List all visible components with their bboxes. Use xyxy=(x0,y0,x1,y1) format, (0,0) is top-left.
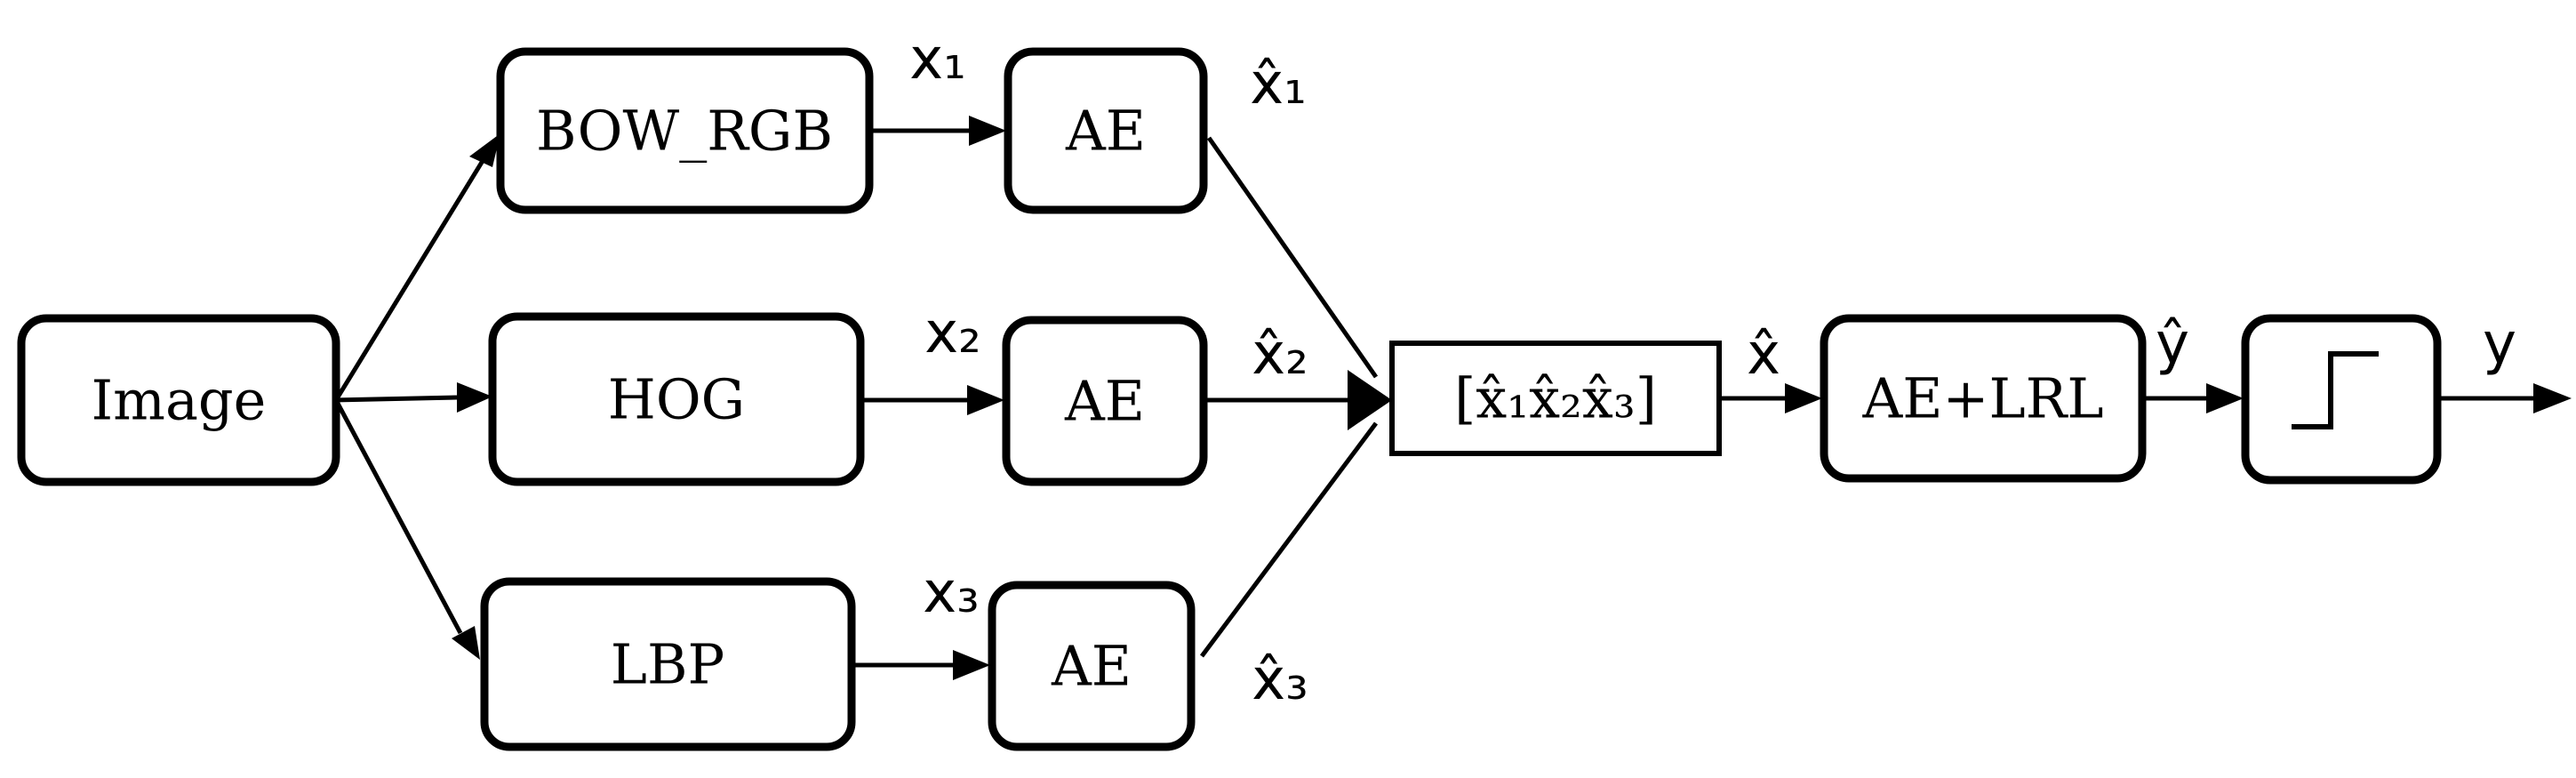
label-x1: x₁ xyxy=(909,27,966,92)
label-y: y xyxy=(2483,311,2516,377)
label-x3: x₃ xyxy=(923,560,980,626)
label-yhat: ŷ xyxy=(2156,311,2189,377)
edges xyxy=(333,116,2572,680)
arrow-output-y xyxy=(2533,383,2572,413)
node-ae1-label: AE xyxy=(1065,99,1146,164)
node-bow-rgb: BOW_RGB xyxy=(496,47,874,214)
arrow-into-ae1 xyxy=(969,116,1006,146)
node-ae3: AE xyxy=(988,581,1196,751)
node-ae2-label: AE xyxy=(1064,369,1145,434)
arrow-into-lbp xyxy=(452,626,480,660)
label-xhat: x̂ xyxy=(1747,322,1780,388)
node-image-label: Image xyxy=(92,368,267,433)
node-concat: [x̂₁x̂₂x̂₃] xyxy=(1389,341,1722,456)
node-hog: HOG xyxy=(488,312,865,486)
node-ae2: AE xyxy=(1002,316,1208,486)
node-bow-rgb-label: BOW_RGB xyxy=(536,99,833,164)
node-threshold xyxy=(2241,314,2442,485)
edge-image-to-hog xyxy=(335,395,458,403)
node-concat-label: [x̂₁x̂₂x̂₃] xyxy=(1454,366,1657,431)
node-image: Image xyxy=(17,314,340,486)
node-lbp: LBP xyxy=(480,577,856,751)
edge-image-to-bow-rgb xyxy=(333,139,498,402)
step-function-icon xyxy=(2292,351,2379,429)
node-hog-label: HOG xyxy=(608,367,745,432)
arrow-into-threshold xyxy=(2206,383,2244,413)
edge-ae1-to-concat xyxy=(1206,136,1379,379)
arrow-into-hog xyxy=(457,382,492,413)
label-xhat3: x̂₃ xyxy=(1252,647,1308,713)
edge-ae3-to-concat xyxy=(1199,421,1379,658)
arrow-into-ae3 xyxy=(953,650,990,680)
label-xhat1: x̂₁ xyxy=(1250,52,1307,117)
arrow-into-ae2 xyxy=(967,385,1004,415)
arrow-into-ae-lrl xyxy=(1785,383,1822,413)
node-ae3-label: AE xyxy=(1051,634,1132,699)
node-ae-lrl: AE+LRL xyxy=(1820,314,2147,483)
edge-image-to-lbp xyxy=(333,398,463,635)
arrow-into-bow-rgb xyxy=(469,133,500,167)
node-ae1: AE xyxy=(1004,47,1208,214)
node-ae-lrl-label: AE+LRL xyxy=(1861,366,2103,431)
node-lbp-label: LBP xyxy=(611,632,724,697)
label-x2: x₂ xyxy=(924,301,981,366)
arrow-into-concat xyxy=(1348,370,1392,430)
label-xhat2: x̂₂ xyxy=(1252,322,1308,388)
edge-labels: x₁ x₂ x₃ x̂₁ x̂₂ x̂₃ x̂ ŷ y xyxy=(909,27,2516,713)
